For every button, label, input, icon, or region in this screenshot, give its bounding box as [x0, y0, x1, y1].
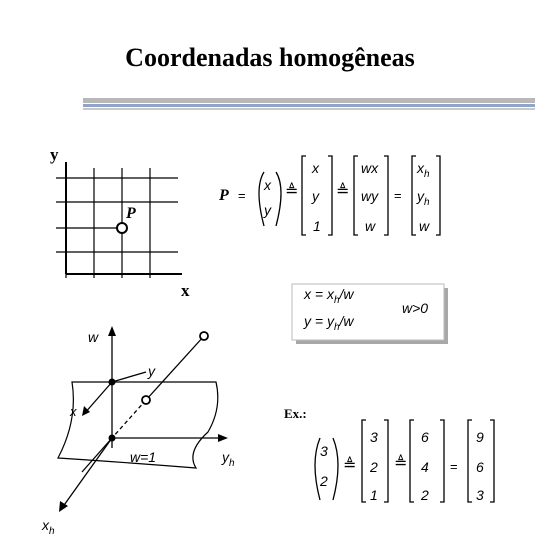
plot-2d-grid [56, 168, 178, 278]
def-eq: = [238, 188, 246, 203]
vec-xy1-0: x [311, 160, 320, 176]
paren-right [275, 171, 282, 227]
def-defeq-2: ≜ [336, 182, 349, 200]
ex-vec2-0: 3 [370, 429, 378, 445]
x-axis-3d-arrow [82, 406, 90, 416]
slide-title: Coordenadas homogêneas [125, 43, 415, 72]
xh-axis [61, 437, 113, 509]
point-p-marker [116, 222, 128, 234]
vec-h-1: yh [416, 188, 430, 208]
conversion-line-2: y = yh/w [303, 313, 354, 333]
yh-axis-label: yh [221, 449, 235, 469]
vec-xy1-2: 1 [313, 218, 321, 234]
yh-axis-arrow [218, 434, 228, 442]
ex-paren-right [332, 437, 339, 501]
y-axis-label: y [50, 145, 59, 164]
conversion-condition: w>0 [402, 300, 428, 316]
ex-defeq-1: ≜ [343, 456, 356, 474]
ex-vec4-0: 9 [476, 429, 484, 445]
xh-axis-arrow [59, 501, 68, 512]
ex-bracket-left-1 [361, 419, 366, 503]
ex-vec1-1: 2 [319, 473, 328, 489]
point-projected [141, 395, 151, 405]
ex-bracket-right-3 [490, 419, 495, 503]
y-axis-3d [111, 371, 147, 383]
bracket-right-2 [384, 155, 389, 236]
ex-defeq-2: ≜ [394, 454, 407, 472]
vec-xy-0: x [263, 177, 272, 193]
ex-equals: = [450, 459, 458, 474]
vec-xy-1: y [263, 202, 272, 218]
bracket-left-3 [411, 155, 416, 236]
x-axis-3d [83, 381, 113, 415]
example-label: Ex.: [284, 406, 307, 421]
ex-bracket-right-2 [440, 419, 445, 503]
ex-vec4-2: 3 [476, 487, 484, 503]
vec-w-2: w [365, 218, 376, 234]
ex-vec2-1: 2 [369, 459, 378, 475]
ex-bracket-left-2 [409, 419, 414, 503]
conversion-line-1: x = xh/w [303, 286, 354, 306]
plot-2d: y x P [50, 145, 190, 300]
projection-ray-lower [81, 437, 113, 473]
projection-ray-upper [145, 335, 205, 401]
ex-vec3-0: 6 [421, 429, 429, 445]
bracket-left-2 [353, 155, 358, 236]
xh-axis-label: xh [41, 517, 55, 537]
x-axis-label: x [181, 281, 190, 300]
def-lhs: P [218, 187, 229, 204]
w-axis-arrow [108, 326, 116, 336]
plane-origin-dot [108, 378, 116, 386]
ex-paren-left [314, 437, 321, 501]
def-equals: = [394, 188, 402, 203]
def-defeq-1: ≜ [285, 182, 298, 200]
title-rule [83, 98, 535, 110]
origin-dot [108, 434, 116, 442]
w-axis-label: w [88, 329, 99, 345]
ex-vec3-2: 2 [420, 487, 429, 503]
vec-w-0: wx [361, 160, 379, 176]
bracket-left-1 [301, 155, 306, 236]
plane-w1 [57, 381, 219, 469]
projection-ray-dashed [111, 399, 147, 439]
ex-vec4-1: 6 [476, 459, 484, 475]
ex-vec1-0: 3 [320, 443, 328, 459]
example: Ex.: 3 2 ≜ 3 2 1 ≜ 6 4 2 = 9 6 3 [284, 406, 495, 503]
vec-xy1-1: y [311, 188, 320, 204]
bracket-right-3 [436, 155, 441, 236]
conversion-box-frame [291, 283, 445, 341]
vec-h-2: w [419, 218, 430, 234]
point-p-label: P [125, 205, 136, 222]
point-homogeneous [199, 331, 209, 341]
plane-label: w=1 [130, 449, 156, 465]
y-axis-3d-label: y [147, 363, 156, 379]
bracket-right-1 [328, 155, 333, 236]
ex-bracket-right-1 [384, 419, 389, 503]
vec-w-1: wy [361, 188, 379, 204]
conversion-box: x = xh/w y = yh/w w>0 [291, 283, 448, 344]
paren-left [258, 171, 265, 227]
plot-3d: w y x yh xh w=1 [41, 326, 235, 537]
ex-vec3-1: 4 [421, 459, 429, 475]
ex-bracket-left-3 [467, 419, 472, 503]
x-axis-3d-label: x [69, 404, 77, 419]
definition-equation: P = x y ≜ x y 1 ≜ wx wy w = xh yh w [218, 155, 441, 236]
vec-h-0: xh [416, 160, 430, 180]
ex-vec2-2: 1 [370, 487, 378, 503]
